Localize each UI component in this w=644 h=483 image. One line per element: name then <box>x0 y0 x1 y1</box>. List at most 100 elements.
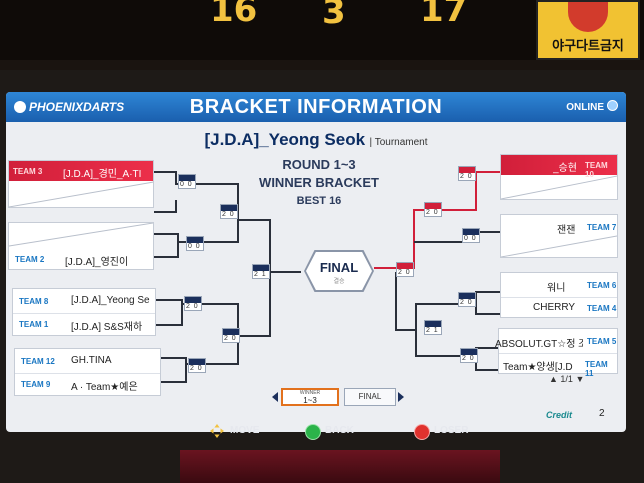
tournament-type: | Tournament <box>369 137 428 148</box>
match-card-left-2[interactable]: TEAM 2 [J.D.A]_영진이 <box>8 222 154 270</box>
team-label: TEAM 12 <box>21 357 55 366</box>
score-box: 2 0 <box>458 166 476 181</box>
back-label: BACK <box>325 425 354 436</box>
left-line-r2c <box>206 303 244 337</box>
brand-name: PHOENIXDARTS <box>29 100 125 114</box>
tab-winner-bottom: 1~3 <box>303 396 317 405</box>
online-dot-icon <box>607 100 618 111</box>
left-line-1b <box>154 200 177 213</box>
match-card-left-3[interactable]: TEAM 8 [J.D.A]_Yeong Se TEAM 1 [J.D.A] S… <box>12 288 156 336</box>
tab-next-arrow-icon[interactable] <box>398 392 404 402</box>
slot-row: CHERRY TEAM 4 <box>501 297 617 318</box>
phoenix-logo-icon <box>14 101 26 113</box>
bracket-label: WINNER BRACKET <box>254 174 384 192</box>
bracket-label-b: BRACKET <box>311 175 379 190</box>
online-status: ONLINE <box>566 100 618 113</box>
right-line-4b <box>475 356 500 371</box>
match-card-right-2[interactable]: 잰잰 TEAM 7 <box>500 214 618 258</box>
slot-row: _승현 TEAM 10 <box>501 155 617 179</box>
warning-sticker: 야구다트금지 <box>536 0 640 60</box>
empty-slot-diagonal <box>9 181 153 207</box>
slot-row: TEAM 3 [J.D.A]_경민_A·TI <box>9 161 153 181</box>
score-box: 2 0 <box>396 262 414 277</box>
player-name: GH.TINA <box>71 355 112 366</box>
player-name: [J.D.A] S&S재하 <box>71 322 143 333</box>
slot-row: TEAM 1 [J.D.A] S&S재하 <box>13 313 155 334</box>
mascot-icon <box>568 2 608 32</box>
move-arrows-icon <box>210 424 224 438</box>
slot-row: TEAM 12 GH.TINA <box>15 351 160 371</box>
empty-slot-diagonal <box>501 175 617 199</box>
match-card-right-4[interactable]: ABSOLUT.GT☆정 조 TEAM 5 Team★양생[J.D TEAM 1… <box>495 328 618 378</box>
team-label: TEAM 2 <box>15 255 45 264</box>
left-line-2b <box>154 242 179 258</box>
team-label: TEAM 8 <box>19 297 49 306</box>
slot-row: ABSOLUT.GT☆정 조 TEAM 5 <box>495 331 617 351</box>
score-box: 0 0 <box>462 228 480 243</box>
pager: ▲ 1/1 ▼ <box>549 374 585 384</box>
score-box: 2 0 <box>222 328 240 343</box>
match-card-left-1[interactable]: TEAM 3 [J.D.A]_경민_A·TI <box>8 160 154 208</box>
team-label: TEAM 3 <box>13 167 43 176</box>
empty-slot-diagonal <box>501 235 617 257</box>
slot-row: 잰잰 TEAM 7 <box>501 217 617 237</box>
score-box: 2 1 <box>252 264 270 279</box>
bracket-screen: PHOENIXDARTS BRACKET INFORMATION ONLINE … <box>6 92 626 432</box>
player-name: 워니 <box>547 283 566 294</box>
tournament-name: [J.D.A]_Yeong Seok <box>204 130 366 149</box>
score-box: 2 0 <box>424 202 442 217</box>
score-box: 2 0 <box>458 292 476 307</box>
right-line-r2d <box>415 330 442 357</box>
left-line-3b <box>156 304 183 326</box>
team-label: TEAM 7 <box>587 223 617 232</box>
tab-final[interactable]: FINAL <box>344 388 396 406</box>
sticker-text: 야구다트금지 <box>552 39 624 54</box>
player-name: _승현 <box>553 163 577 174</box>
scoreboard-left: 16 <box>210 0 258 30</box>
team-label: TEAM 6 <box>587 281 617 290</box>
team-label: TEAM 9 <box>21 380 51 389</box>
player-name: ABSOLUT.GT☆정 조 <box>495 339 583 350</box>
pager-value: 1/1 <box>560 374 573 384</box>
match-card-left-4[interactable]: TEAM 12 GH.TINA TEAM 9 A · Team★예은 <box>14 348 161 396</box>
round-info: ROUND 1~3 WINNER BRACKET BEST 16 <box>254 156 384 210</box>
red-button-icon <box>414 424 430 440</box>
bottom-banner <box>180 450 500 483</box>
page-title: BRACKET INFORMATION <box>189 96 443 118</box>
score-box: 2 0 <box>188 358 206 373</box>
tab-winner[interactable]: WINNER 1~3 <box>281 388 339 406</box>
tab-winner-top: WINNER <box>299 390 321 396</box>
brand-logo: PHOENIXDARTS <box>14 100 124 114</box>
left-line-r3a <box>244 219 301 273</box>
online-label: ONLINE <box>566 102 604 113</box>
final-node[interactable]: FINAL 결승 <box>304 250 374 292</box>
player-name: [J.D.A]_경민_A·TI <box>63 169 142 180</box>
green-button-icon <box>305 424 321 440</box>
top-bezel: 16 3 17 야구다트금지 <box>0 0 644 60</box>
round-label: ROUND 1~3 <box>282 157 356 172</box>
match-card-right-1[interactable]: _승현 TEAM 10 <box>500 154 618 200</box>
match-card-right-3[interactable]: 워니 TEAM 6 CHERRY TEAM 4 <box>500 272 618 318</box>
empty-slot-diagonal <box>9 223 153 247</box>
right-line-r2c <box>410 303 442 331</box>
score-box: 0 0 <box>186 236 204 251</box>
score-box: 2 0 <box>220 204 238 219</box>
left-line-r2d <box>206 336 239 365</box>
team-label: TEAM 1 <box>19 320 49 329</box>
credit-value: 2 <box>599 408 605 419</box>
player-name: CHERRY <box>533 302 576 313</box>
player-name: 잰잰 <box>557 225 576 236</box>
player-name: [J.D.A]_영진이 <box>65 257 129 268</box>
slot-row: TEAM 2 [J.D.A]_영진이 <box>9 249 153 269</box>
player-name: [J.D.A]_Yeong Se <box>71 295 150 306</box>
tab-prev-arrow-icon[interactable] <box>272 392 278 402</box>
slot-row: TEAM 9 A · Team★예은 <box>15 373 160 394</box>
loser-label: LOSER <box>434 425 469 436</box>
team-label: TEAM 10 <box>585 161 608 179</box>
score-box: 2 0 <box>460 348 478 363</box>
slot-row: TEAM 8 [J.D.A]_Yeong Se <box>13 291 155 311</box>
header-bar: PHOENIXDARTS BRACKET INFORMATION ONLINE <box>6 92 626 122</box>
tournament-title: [J.D.A]_Yeong Seok | Tournament <box>6 130 626 150</box>
final-sub: 결승 <box>333 279 345 285</box>
move-label: MOVE <box>230 425 260 436</box>
